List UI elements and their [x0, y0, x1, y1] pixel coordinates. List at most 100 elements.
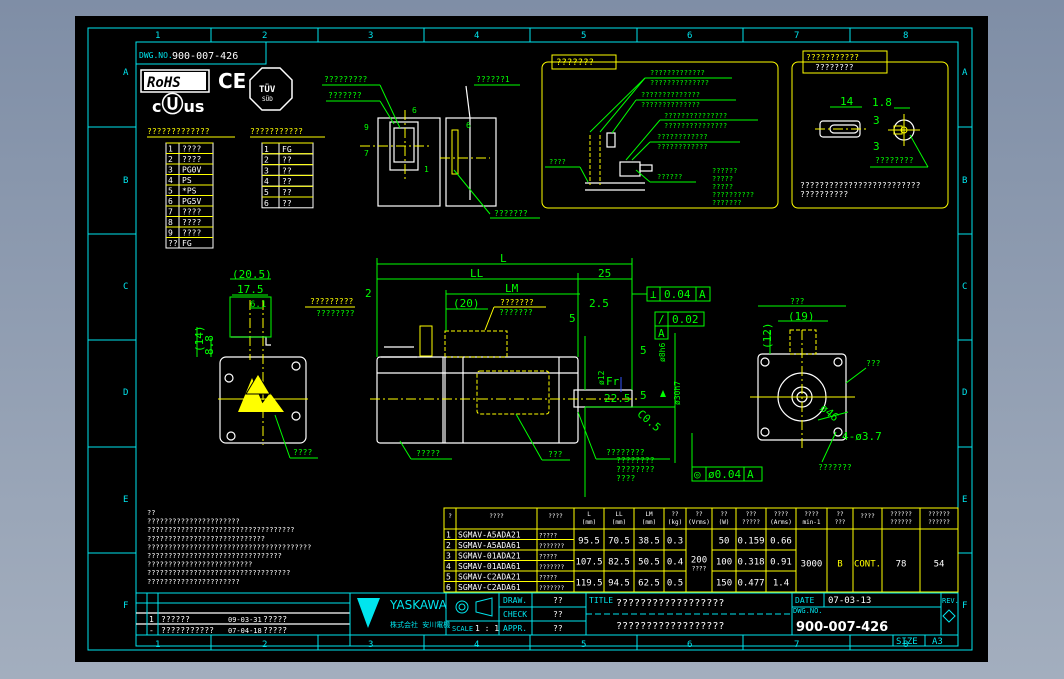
- svg-text:2.5: 2.5: [589, 297, 609, 310]
- spec-val2: 54: [934, 560, 945, 570]
- svg-text:ø12: ø12: [597, 370, 606, 385]
- connector-right-title: ???????????: [250, 127, 303, 136]
- svg-text:Fr: Fr: [606, 375, 620, 388]
- model-name: SGMAV-A5ADA61: [458, 541, 521, 550]
- svg-text:???: ???: [866, 359, 881, 368]
- dwg-no-box: [135, 41, 267, 65]
- svg-text:5: 5: [640, 389, 647, 402]
- column-marker-top: 3: [368, 31, 373, 41]
- column-marker-bottom: 3: [368, 640, 373, 650]
- pin-number: 7: [168, 208, 173, 217]
- column-header: LL(mm): [612, 511, 626, 526]
- svg-text:07-03-13: 07-03-13: [828, 596, 871, 606]
- pin-signal: FG: [282, 145, 292, 154]
- svg-text:LM: LM: [505, 282, 519, 295]
- row-number: 1: [446, 531, 451, 540]
- column-header: ??(W): [719, 511, 730, 526]
- svg-text:??: ??: [553, 610, 563, 619]
- row-marker-right: B: [962, 176, 967, 186]
- column-header: ?????: [835, 511, 846, 526]
- svg-text:?????????: ?????????: [310, 297, 354, 306]
- spec-value: 0.3: [667, 537, 683, 547]
- svg-text:1.8: 1.8: [872, 96, 892, 109]
- svg-text:?????????: ?????????: [324, 75, 368, 84]
- detail-note: ???????????????: [664, 112, 727, 120]
- svg-text:A: A: [747, 468, 754, 481]
- note-line: ???????????????????????????????????: [147, 526, 295, 534]
- title-dwg-no: 900-007-426: [796, 620, 888, 635]
- svg-text:株式会社 安川電機: 株式会社 安川電機: [390, 620, 450, 629]
- svg-text:???????????: ???????????: [161, 626, 214, 635]
- column-header: ????????????: [890, 511, 912, 526]
- svg-text:5: 5: [640, 344, 647, 357]
- spec-value: 70.5: [608, 537, 630, 547]
- option-type: ?????: [539, 533, 557, 540]
- yaskawa-logo: YASKAWA: [389, 598, 448, 612]
- svg-text:3: 3: [873, 114, 880, 127]
- spec-value: 107.5: [575, 558, 602, 568]
- row-number: 6: [446, 583, 451, 592]
- general-notes: ????????????????????????????????????????…: [147, 509, 311, 586]
- svg-text:DRAW.: DRAW.: [503, 596, 527, 605]
- svg-text:????: ????: [616, 474, 635, 483]
- option-type: ???????: [539, 543, 565, 550]
- note-line: ????????????????????????????: [147, 535, 265, 543]
- svg-text:???????: ???????: [499, 308, 533, 317]
- svg-text:SIZE: SIZE: [896, 637, 918, 647]
- detail-a-title: ???????: [556, 58, 594, 68]
- pin-signal: *PS: [182, 187, 197, 196]
- pin-number: 2: [264, 156, 269, 165]
- revision-block: 1 ?????? 09-03-31 ????? - ??????????? 07…: [136, 592, 958, 636]
- svg-text:2: 2: [365, 287, 372, 300]
- pin-number: 5: [168, 187, 173, 196]
- row-marker-right: C: [962, 282, 967, 292]
- inner-border: [135, 41, 959, 647]
- svg-text:0.04: 0.04: [664, 288, 691, 301]
- column-header: ????: [548, 513, 563, 520]
- column-marker-bottom: 7: [794, 640, 799, 650]
- svg-text:????????: ????????: [875, 156, 914, 165]
- note-line: ?????????????????????????: [147, 561, 252, 569]
- detail-note: ???????: [712, 199, 742, 207]
- svg-text:LL: LL: [470, 267, 484, 280]
- tuv-logo: TÜV SÜD: [249, 67, 293, 111]
- spec-table: ?????????L(mm)LL(mm)LM(mm)??(kg)??(Vrms)…: [443, 507, 959, 593]
- column-header: ????min-1: [802, 511, 820, 526]
- connector-left-title: ?????????????: [147, 127, 210, 136]
- svg-text:ø8h6: ø8h6: [658, 343, 667, 362]
- svg-text:???????: ???????: [500, 298, 534, 307]
- spec-insulation: B: [837, 560, 842, 570]
- svg-text:????????: ????????: [616, 456, 655, 465]
- svg-text:A: A: [699, 288, 706, 301]
- dim-20-5: (20.5): [232, 268, 272, 281]
- detail-note: ?????????????: [650, 69, 705, 77]
- svg-text:APPR.: APPR.: [503, 624, 527, 633]
- svg-text:L: L: [500, 252, 507, 265]
- column-marker-top: 4: [474, 31, 479, 41]
- detail-note: ????????????: [657, 133, 708, 141]
- spec-rating: CONT.: [854, 560, 881, 570]
- spec-value: 62.5: [638, 579, 660, 589]
- pin-number: 3: [264, 166, 269, 175]
- pin-signal: ????: [182, 229, 201, 238]
- svg-text:DWG.NO.: DWG.NO.: [793, 607, 823, 615]
- pin-number: 4: [168, 176, 173, 185]
- svg-text:09-03-31: 09-03-31: [228, 616, 262, 624]
- detail-note: ??????????????: [641, 101, 700, 109]
- pin-number: ??: [168, 239, 178, 248]
- pin-number: 2: [168, 155, 173, 164]
- pin-signal: ????: [182, 218, 201, 227]
- note-line: ??????????????????????????????????: [147, 569, 290, 577]
- detail-note: ????????????: [657, 143, 708, 151]
- model-name: SGMAV-01ADA61: [458, 562, 521, 571]
- svg-text:???????: ???????: [494, 209, 528, 218]
- spec-value: 0.5: [667, 579, 683, 589]
- svg-text:⊥: ⊥: [650, 288, 657, 301]
- detail-a-panel: ???????: [541, 54, 779, 209]
- svg-text:14: 14: [840, 95, 854, 108]
- row-marker-left: D: [123, 388, 128, 398]
- front-view: [196, 278, 308, 445]
